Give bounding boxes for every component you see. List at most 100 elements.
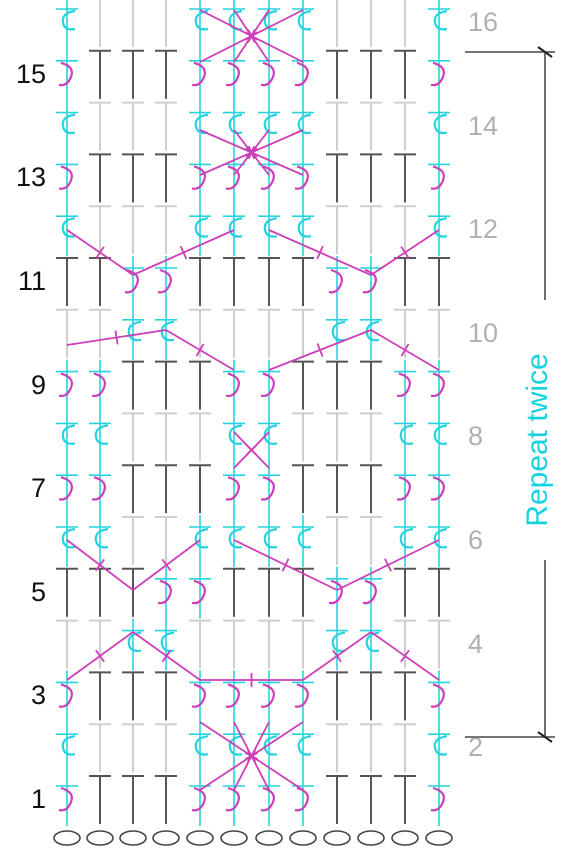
chain-stitch (153, 831, 179, 845)
post-hook (63, 425, 75, 443)
row-label-12: 12 (468, 216, 498, 243)
post-hook (63, 11, 75, 29)
chain-stitch (120, 831, 146, 845)
post-hook (295, 684, 308, 706)
post-hook (265, 218, 277, 236)
post-hook (333, 633, 345, 651)
row-label-10: 10 (468, 320, 498, 347)
repeat-twice-label: Repeat twice (521, 353, 555, 526)
post-hook (63, 736, 75, 754)
post-hook (196, 736, 208, 754)
post-hook (431, 684, 444, 706)
post-hook (196, 529, 208, 547)
post-hook (59, 477, 72, 499)
post-hook (435, 11, 447, 29)
post-hook (431, 374, 444, 396)
vertical-post-lines (56, 0, 450, 826)
post-hook (63, 115, 75, 133)
post-hook (295, 166, 308, 188)
post-hook (226, 684, 239, 706)
post-hook (261, 63, 274, 85)
row-label-7: 7 (31, 475, 46, 502)
row-label-3: 3 (31, 682, 46, 709)
post-hook (431, 477, 444, 499)
post-hook (265, 529, 277, 547)
chain-stitch (221, 831, 247, 845)
post-hook (333, 322, 345, 340)
crossed-stitch-tick (385, 559, 391, 572)
post-hook (431, 63, 444, 85)
post-hook (230, 529, 242, 547)
post-hook (59, 684, 72, 706)
post-hook (261, 684, 274, 706)
post-hook (295, 788, 308, 810)
foundation-chain (54, 831, 452, 845)
post-hook (59, 788, 72, 810)
crossed-stitch-tick (282, 559, 288, 572)
post-hook (192, 63, 205, 85)
post-hook (295, 63, 308, 85)
chain-stitch (87, 831, 113, 845)
post-hook (265, 115, 277, 133)
row-label-8: 8 (468, 423, 483, 450)
post-hook (329, 581, 342, 603)
row-label-9: 9 (31, 372, 46, 399)
chain-stitch (392, 831, 418, 845)
post-hook (261, 477, 274, 499)
post-hook (226, 374, 239, 396)
post-hook (158, 581, 171, 603)
post-hook (59, 166, 72, 188)
post-hook (230, 218, 242, 236)
post-hook (435, 115, 447, 133)
chain-stitch (187, 831, 213, 845)
row-label-11: 11 (18, 268, 46, 295)
post-hook (299, 736, 311, 754)
post-hook (162, 633, 174, 651)
chain-stitch (54, 831, 80, 845)
post-hook (196, 218, 208, 236)
post-hook (129, 322, 141, 340)
post-hook (59, 63, 72, 85)
post-hook (192, 788, 205, 810)
post-hook (226, 63, 239, 85)
post-hook (299, 529, 311, 547)
post-hook (226, 788, 239, 810)
row-label-15: 15 (16, 61, 46, 88)
row-label-16: 16 (468, 9, 498, 36)
post-hook (397, 374, 410, 396)
row-label-13: 13 (16, 164, 46, 191)
chain-stitch (426, 831, 452, 845)
crossed-post-stitches (59, 10, 447, 810)
crossed-stitch-tick (115, 331, 117, 345)
row-label-2: 2 (468, 734, 483, 761)
chain-stitch (290, 831, 316, 845)
post-hook (192, 684, 205, 706)
post-hook (261, 166, 274, 188)
chain-stitch (324, 831, 350, 845)
post-hook (230, 115, 242, 133)
post-hook (401, 425, 413, 443)
post-hook (299, 218, 311, 236)
post-hook (299, 11, 311, 29)
chain-stitch (358, 831, 384, 845)
post-hook (363, 581, 376, 603)
post-hook (435, 425, 447, 443)
post-hook (96, 529, 108, 547)
row-label-5: 5 (31, 579, 46, 606)
post-hook (192, 166, 205, 188)
post-hook (435, 529, 447, 547)
post-hook (226, 477, 239, 499)
chain-stitch (256, 831, 282, 845)
post-hook (192, 581, 205, 603)
post-hook (96, 425, 108, 443)
row-label-4: 4 (468, 631, 483, 658)
post-hook (397, 477, 410, 499)
post-hook (435, 218, 447, 236)
row-label-1: 1 (31, 786, 46, 813)
stitch-grid (56, 0, 450, 824)
post-hook (431, 788, 444, 810)
post-hook (261, 374, 274, 396)
post-hook (435, 736, 447, 754)
post-hook (329, 270, 342, 292)
post-hook (401, 529, 413, 547)
